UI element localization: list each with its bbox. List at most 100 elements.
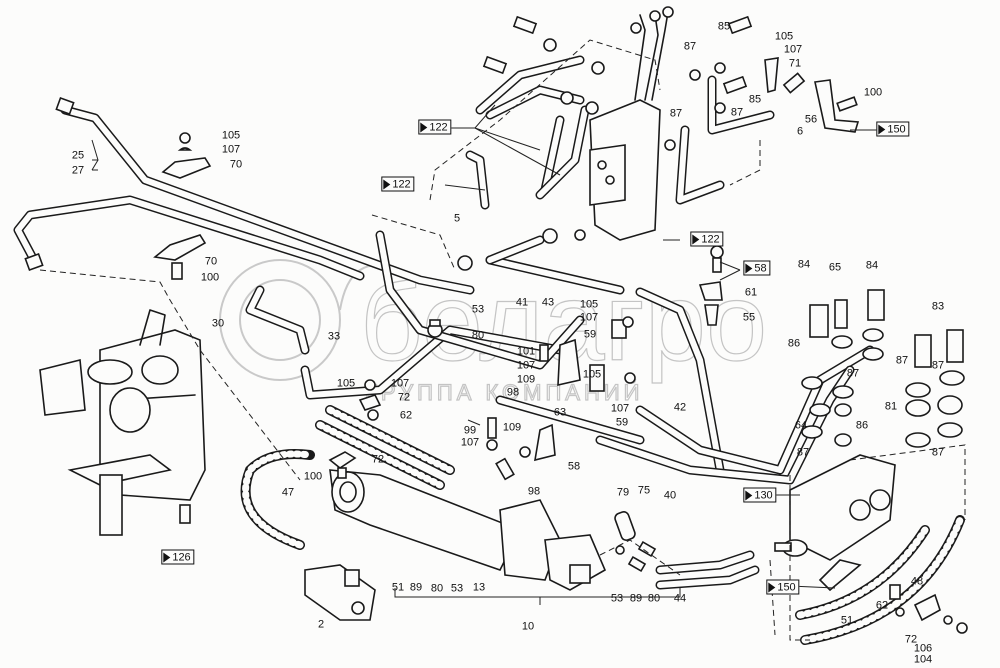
ref-box-150[interactable]: 150 — [766, 579, 800, 595]
callout-44: 44 — [673, 592, 687, 605]
callout-87: 87 — [669, 107, 683, 120]
oil-tank — [39, 309, 206, 536]
callout-51: 51 — [840, 614, 854, 627]
callout-89: 89 — [409, 581, 423, 594]
callout-72: 72 — [371, 453, 385, 466]
callout-101: 101 — [516, 345, 536, 358]
assembly-lines — [39, 39, 966, 641]
callout-87: 87 — [931, 446, 945, 459]
callout-62: 62 — [875, 599, 889, 612]
callout-80: 80 — [430, 582, 444, 595]
callout-107: 107 — [221, 143, 241, 156]
callout-85: 85 — [717, 20, 731, 33]
callout-64: 64 — [794, 419, 808, 432]
callout-75: 75 — [637, 484, 651, 497]
callout-53: 53 — [610, 592, 624, 605]
callout-85: 85 — [748, 93, 762, 106]
callout-33: 33 — [327, 330, 341, 343]
callout-48: 48 — [910, 575, 924, 588]
control-valve — [589, 6, 674, 241]
valve-2 — [304, 564, 376, 621]
callout-104: 104 — [913, 653, 933, 666]
callout-59: 59 — [583, 328, 597, 341]
callout-65: 65 — [828, 261, 842, 274]
callout-58: 58 — [567, 460, 581, 473]
callout-105: 105 — [579, 298, 599, 311]
clamp-70-bottom — [153, 234, 207, 280]
ref-box-122[interactable]: 122 — [418, 119, 452, 135]
callout-87: 87 — [931, 359, 945, 372]
ref-box-122[interactable]: 122 — [690, 231, 724, 247]
callout-107: 107 — [579, 311, 599, 324]
ref-box-58[interactable]: 58 — [743, 260, 771, 276]
ref-box-122[interactable]: 122 — [381, 176, 415, 192]
distributor-fittings — [774, 289, 965, 561]
callout-83: 83 — [931, 300, 945, 313]
callout-109: 109 — [516, 373, 536, 386]
callout-100: 100 — [200, 271, 220, 284]
callout-72: 72 — [397, 391, 411, 404]
callout-10: 10 — [521, 620, 535, 633]
callout-100: 100 — [863, 86, 883, 99]
callout-80: 80 — [471, 329, 485, 342]
callout-87: 87 — [730, 106, 744, 119]
callout-86: 86 — [855, 419, 869, 432]
callout-105: 105 — [774, 30, 794, 43]
hydraulic-cylinder — [329, 469, 607, 591]
callout-105: 105 — [221, 129, 241, 142]
callout-98: 98 — [527, 485, 541, 498]
callout-87: 87 — [895, 354, 909, 367]
callout-53: 53 — [450, 582, 464, 595]
callout-27: 27 — [71, 164, 85, 177]
callout-105: 105 — [336, 377, 356, 390]
callout-70: 70 — [204, 255, 218, 268]
callout-59: 59 — [615, 416, 629, 429]
hose-47 — [240, 449, 315, 550]
hose-pair-upper — [315, 405, 455, 490]
callout-62: 62 — [399, 409, 413, 422]
callout-84: 84 — [865, 259, 879, 272]
callout-107: 107 — [783, 43, 803, 56]
callout-30: 30 — [211, 317, 225, 330]
callout-47: 47 — [281, 486, 295, 499]
leader-lines — [91, 104, 878, 605]
callout-109: 109 — [502, 421, 522, 434]
callout-41: 41 — [515, 296, 529, 309]
callout-6: 6 — [796, 125, 804, 138]
callout-56: 56 — [804, 113, 818, 126]
callout-72: 72 — [904, 633, 918, 646]
callout-106: 106 — [913, 642, 933, 655]
callout-80: 80 — [647, 592, 661, 605]
pipe-25-27 — [13, 96, 475, 295]
callout-43: 43 — [541, 296, 555, 309]
callout-13: 13 — [472, 581, 486, 594]
callout-84: 84 — [797, 258, 811, 271]
fittings — [328, 15, 968, 634]
callout-70: 70 — [229, 158, 243, 171]
callout-40: 40 — [663, 489, 677, 502]
callout-2: 2 — [317, 618, 325, 631]
ref-box-130[interactable]: 130 — [743, 487, 777, 503]
pipe-41-43 — [375, 230, 725, 475]
callout-51: 51 — [391, 581, 405, 594]
callout-87: 87 — [846, 367, 860, 380]
callout-53: 53 — [471, 303, 485, 316]
ref-box-150[interactable]: 150 — [876, 121, 910, 137]
ref-box-126[interactable]: 126 — [161, 549, 195, 565]
callout-107: 107 — [516, 359, 536, 372]
hose-48-51 — [795, 515, 965, 645]
callout-63: 63 — [553, 406, 567, 419]
callout-100: 100 — [303, 470, 323, 483]
callout-79: 79 — [616, 486, 630, 499]
callout-105: 105 — [582, 368, 602, 381]
callout-107: 107 — [390, 377, 410, 390]
callout-71: 71 — [788, 57, 802, 70]
clamp-70-top — [161, 132, 212, 179]
callout-87: 87 — [796, 446, 810, 459]
callout-99: 99 — [463, 424, 477, 437]
callout-81: 81 — [884, 400, 898, 413]
callout-25: 25 — [71, 149, 85, 162]
callout-107: 107 — [610, 402, 630, 415]
